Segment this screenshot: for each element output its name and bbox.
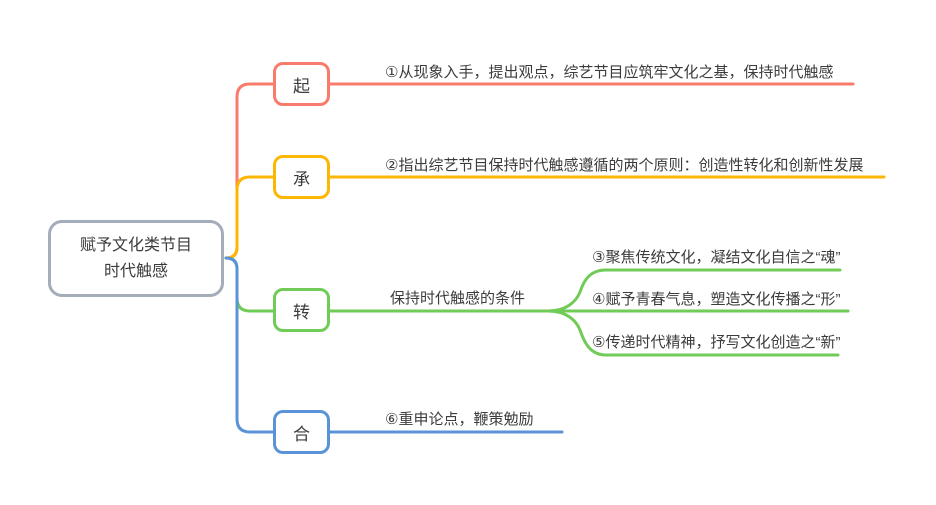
node-qi[interactable]: 起	[273, 62, 330, 106]
subtopic-xing[interactable]: ④赋予青春气息，塑造文化传播之“形”	[592, 291, 841, 308]
subtopic-xin[interactable]: ⑤传递时代精神，抒写文化创造之“新”	[592, 334, 841, 351]
subtopic-hun[interactable]: ③聚焦传统文化，凝结文化自信之“魂”	[592, 249, 841, 266]
subbranch-line-xin	[546, 309, 840, 357]
node-cheng[interactable]: 承	[273, 155, 330, 199]
topic-he[interactable]: ⑥重申论点，鞭策勉励	[385, 411, 534, 428]
topic-qi[interactable]: ①从现象入手，提出观点，综艺节目应筑牢文化之基，保持时代触感	[385, 64, 834, 81]
branch-line-he	[224, 256, 564, 434]
root-node[interactable]: 赋予文化类节目 时代触感	[48, 220, 224, 297]
branch-line-cheng	[224, 175, 886, 260]
node-he[interactable]: 合	[273, 410, 330, 454]
node-zhuan[interactable]: 转	[273, 288, 330, 332]
subbranch-line-hun	[546, 268, 842, 313]
topic-cheng[interactable]: ②指出综艺节目保持时代触感遵循的两个原则：创造性转化和创新性发展	[385, 157, 864, 174]
topic-zhuan[interactable]: 保持时代触感的条件	[390, 290, 526, 307]
